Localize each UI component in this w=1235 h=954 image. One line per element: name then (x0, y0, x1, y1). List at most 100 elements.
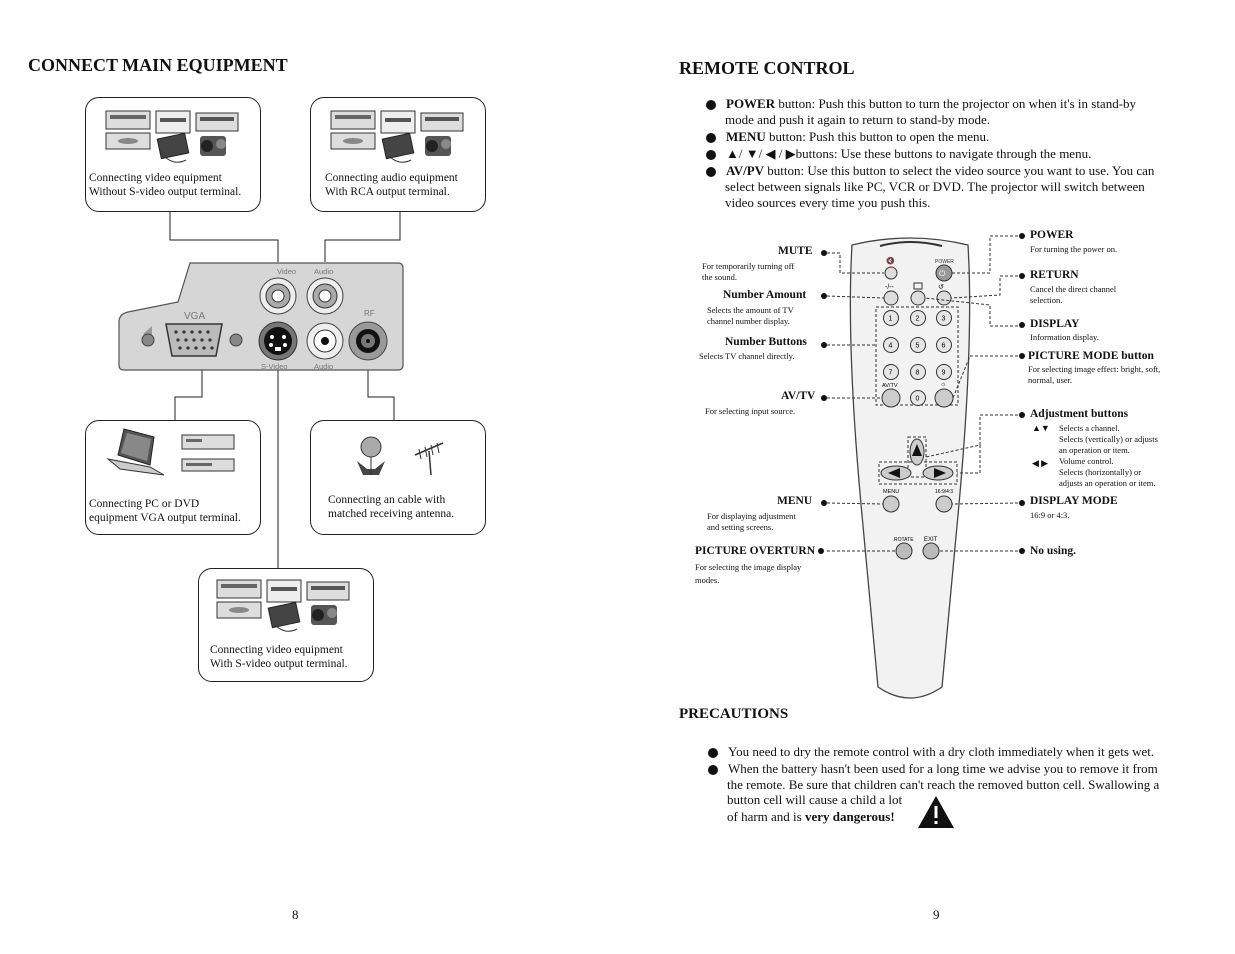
remote-digit-6-button[interactable] (936, 337, 952, 353)
remote-picture-mode-button[interactable] (934, 388, 954, 408)
callout-mute-sub2: the sound. (702, 272, 737, 282)
remote-digit-7-button[interactable] (883, 364, 899, 380)
return-icon: ↺ (938, 284, 944, 291)
remote-digit-0-label: 0 (916, 396, 920, 403)
remote-menu-button[interactable] (882, 495, 900, 513)
callout-return: RETURN (1030, 269, 1079, 281)
triangle-up-icon: ▲ (726, 146, 739, 161)
laptop-dvd-icon (106, 428, 235, 476)
triangle-right-icon: ▶ (785, 146, 796, 161)
remote-return-button[interactable] (936, 290, 952, 306)
remote-digit-8-button[interactable] (910, 364, 926, 380)
bullet-avpv-line2: select between signals like PC, VCR or D… (725, 179, 1145, 194)
callout-avtv-sub: For selecting input source. (705, 406, 796, 416)
bullet-power: POWER button: Push this button to turn t… (706, 96, 1136, 113)
callout-power-sub: For turning the power on. (1030, 244, 1118, 254)
right-page-title: REMOTE CONTROL (679, 58, 855, 78)
callout-display: DISPLAY (1030, 318, 1080, 330)
caption-pc-dvd-line2: equipment VGA output terminal. (89, 512, 241, 524)
remote-digit-9-button[interactable] (936, 364, 952, 380)
antenna-icon (357, 436, 444, 476)
remote-display-mode-button[interactable] (935, 495, 953, 513)
bullet-arrows: ▲/ ▼/ ◀ / ▶buttons: Use these buttons to… (706, 146, 1091, 163)
arrow-up-icon (912, 444, 922, 456)
callout-adjust-4: Volume control. (1059, 456, 1114, 466)
panel-label-rf: RF (364, 309, 375, 318)
callout-overturn-sub1: For selecting the image display (695, 562, 802, 572)
triangle-down-icon: ▼ (745, 146, 759, 161)
mute-icon: 🔇 (886, 256, 895, 265)
callout-picture-mode: PICTURE MODE button (1028, 350, 1154, 362)
callout-no-using: No using. (1030, 545, 1077, 557)
caption-cable-line2: matched receiving antenna. (328, 508, 455, 520)
remote-digit-1-label: 1 (889, 316, 893, 323)
audio-top-rca-port (306, 277, 344, 315)
remote-mute-button[interactable] (884, 266, 898, 280)
remote-ratio-label: 16:9/4:3 (935, 489, 953, 495)
left-page-number: 8 (292, 907, 299, 922)
bullet-avpv: AV/PV button: Use this button to select … (706, 163, 1154, 180)
remote-digit-5-button[interactable] (910, 337, 926, 353)
bullet-dot-icon (706, 150, 716, 161)
left-right-arrows-icon: ◀ ▶ (1032, 458, 1049, 468)
remote-exit-button[interactable] (922, 542, 940, 560)
remote-exit-label: EXIT (924, 537, 938, 543)
bullet-dot-icon (706, 133, 716, 144)
picture-mode-icon: ☼ (940, 381, 946, 388)
callout-overturn-sub2: modes. (695, 575, 720, 585)
callout-display-mode-sub: 16:9 or 4:3. (1030, 510, 1070, 520)
panel-label-video: Video (277, 267, 296, 276)
remote-rotate-button[interactable] (895, 542, 913, 560)
callout-number-buttons: Number Buttons (725, 336, 807, 348)
dash-icon: -/-- (885, 284, 895, 291)
precaution-2-line3: button cell will cause a child a lot (727, 792, 903, 807)
svideo-devices-icon (216, 579, 350, 632)
callout-picture-mode-sub2: normal, user. (1028, 375, 1073, 385)
caption-audio-line2: With RCA output terminal. (325, 186, 450, 198)
callout-number-amount-sub1: Selects the amount of TV (707, 305, 794, 315)
callout-menu: MENU (777, 495, 813, 507)
arrow-left-icon (888, 468, 900, 478)
callout-power: POWER (1030, 229, 1074, 241)
caption-audio-line1: Connecting audio equipment (325, 172, 458, 184)
video-equipment-box: Connecting video equipment Without S-vid… (85, 97, 261, 212)
rf-port (348, 321, 388, 361)
remote-digit-3-label: 3 (942, 316, 946, 323)
remote-digit-2-label: 2 (916, 316, 920, 323)
remote-digit-0-button[interactable] (910, 390, 926, 406)
bullet-dot-icon (708, 765, 718, 776)
callout-menu-sub1: For displaying adjustment (707, 511, 796, 521)
cable-antenna-box: Connecting an cable with matched receivi… (310, 420, 486, 535)
callout-adjust-3: an operation or item. (1059, 445, 1130, 455)
remote-avtv-button[interactable] (881, 388, 901, 408)
remote-digit-2-button[interactable] (910, 310, 926, 326)
audio-devices-icon (330, 110, 464, 163)
precaution-2-line2: the remote. Be sure that children can't … (727, 777, 1160, 792)
remote-digit-9-label: 9 (942, 370, 946, 377)
bullet-menu: MENU button: Push this button to open th… (706, 129, 989, 146)
callout-adjust-6: adjusts an operation or item. (1059, 478, 1156, 488)
panel-label-audio-bottom: Audio (314, 362, 333, 371)
bullet-power-line2: mode and push it again to return to stan… (725, 112, 991, 127)
remote-digit-4-label: 4 (889, 343, 893, 350)
connector-panel: Video Audio VGA RF S-Video Audio (118, 262, 404, 371)
callout-picture-mode-sub1: For selecting image effect: bright, soft… (1028, 364, 1161, 374)
callout-adjust-2: Selects (vertically) or adjusts (1059, 434, 1158, 444)
remote-digit-1-button[interactable] (883, 310, 899, 326)
panel-label-svideo: S-Video (261, 362, 288, 371)
precautions-title: PRECAUTIONS (679, 706, 789, 722)
remote-digit-3-button[interactable] (936, 310, 952, 326)
callout-display-sub: Information display. (1030, 332, 1099, 342)
display-icon (913, 282, 923, 290)
precaution-2: When the battery hasn't been used for a … (708, 761, 1158, 778)
remote-avtv-label: AV/TV (882, 383, 898, 389)
remote-power-label: POWER (935, 259, 954, 265)
remote-number-amount-button[interactable] (883, 290, 899, 306)
pc-dvd-box: Connecting PC or DVD equipment VGA outpu… (85, 420, 261, 535)
remote-display-button[interactable] (910, 290, 926, 306)
up-down-arrows-icon: ▲▼ (1032, 423, 1050, 433)
callout-adjustment: Adjustment buttons (1030, 408, 1129, 420)
bullet-dot-icon (706, 167, 716, 178)
right-page-number: 9 (933, 907, 940, 922)
remote-digit-4-button[interactable] (883, 337, 899, 353)
